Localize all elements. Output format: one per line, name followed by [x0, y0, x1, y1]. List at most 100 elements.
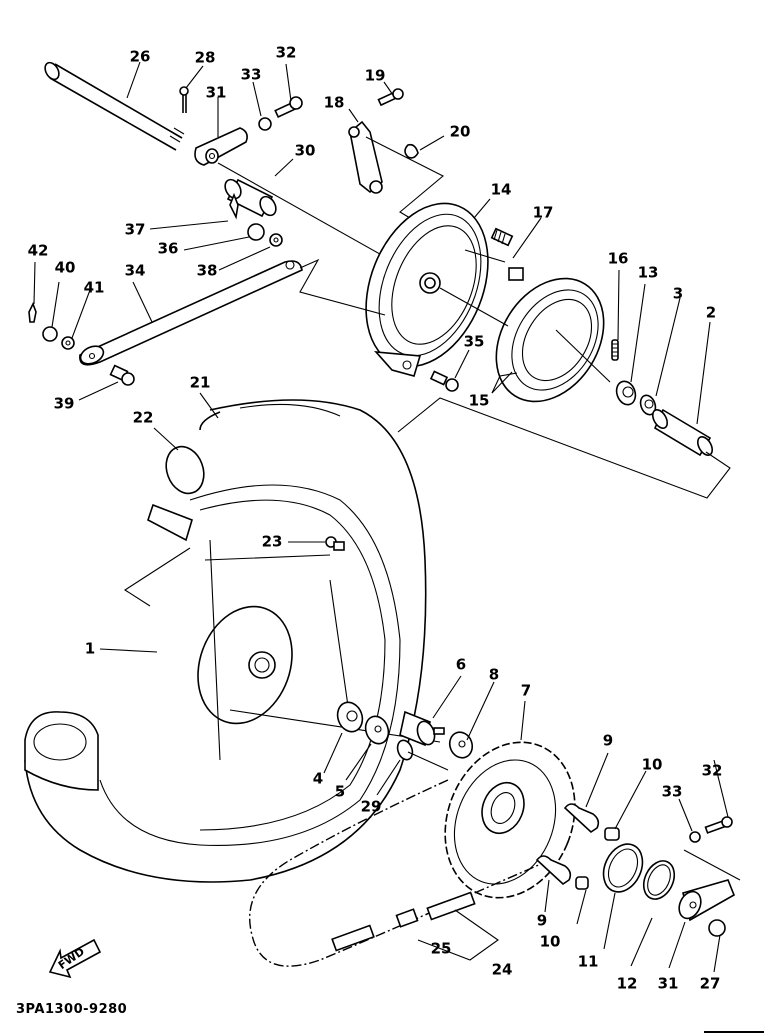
nut-part-10-top [604, 827, 620, 841]
tire-section [24, 711, 99, 791]
collar-part-6 [399, 710, 445, 747]
leader-wheel-band [123, 547, 191, 607]
corner-rule [704, 1031, 764, 1033]
nut-part-27 [708, 919, 726, 937]
brake-cam-part-17 [490, 227, 524, 281]
callout-20: 20 [449, 122, 471, 141]
leader-34-14 [299, 258, 386, 316]
callout-38: 38 [196, 261, 218, 280]
wheel-part-1 [99, 484, 401, 846]
cotter-pin-part-42 [28, 302, 37, 323]
callout-14: 14 [490, 180, 512, 199]
clip-part-20 [404, 143, 419, 159]
callout-6: 6 [455, 655, 467, 674]
fwd-arrow-icon [48, 938, 102, 979]
valve-part-23 [325, 536, 345, 551]
callout-9-top: 9 [602, 731, 614, 750]
chain-adjuster-part-31-bottom [678, 879, 736, 922]
nut-part-33-top [258, 117, 272, 131]
callout-17: 17 [532, 203, 554, 222]
callout-39: 39 [53, 394, 75, 413]
bolt-part-32-top [274, 96, 303, 119]
nut-part-10-bottom [575, 876, 589, 890]
callout-31: 31 [205, 83, 227, 102]
callout-9-bottom: 9 [536, 911, 548, 930]
callout-12: 12 [616, 974, 638, 993]
callout-27: 27 [699, 974, 721, 993]
bolt-part-32-bottom [704, 816, 733, 834]
callout-35: 35 [463, 332, 485, 351]
circlip-part-12 [642, 860, 676, 900]
chain-links [331, 924, 375, 952]
washer-part-41 [61, 336, 75, 350]
oil-seal-part-8 [448, 731, 474, 759]
cotter-pin-part-28 [179, 86, 189, 113]
nut-part-36 [247, 223, 265, 241]
callout-19: 19 [364, 66, 386, 85]
callout-10-top: 10 [641, 755, 663, 774]
callout-23: 23 [261, 532, 283, 551]
callout-8: 8 [488, 665, 500, 684]
callout-41: 41 [83, 278, 105, 297]
brake-panel-part-14 [365, 202, 489, 377]
callout-30: 30 [294, 141, 316, 160]
nut-part-40 [42, 326, 58, 342]
nut-part-33-bottom [689, 831, 701, 843]
axle-part-26 [44, 61, 185, 151]
callout-32: 32 [275, 43, 297, 62]
oil-seal-part-3 [639, 394, 657, 416]
callout-13: 13 [637, 263, 659, 282]
callout-28: 28 [194, 48, 216, 67]
bolt-part-39 [109, 364, 135, 386]
bearing-part-13 [615, 380, 637, 406]
tire-part-21 [24, 399, 427, 883]
spacer-part-29 [396, 739, 414, 761]
callout-16: 16 [607, 249, 629, 268]
sprocket-part-7 [444, 741, 576, 899]
torque-arm-part-34 [79, 260, 303, 366]
callout-21: 21 [189, 373, 211, 392]
chain-adjuster-part-31-top [194, 127, 248, 166]
callout-40: 40 [54, 258, 76, 277]
bolt-part-19 [377, 88, 404, 107]
callout-25: 25 [430, 939, 452, 958]
washer-part-11 [602, 843, 644, 893]
callout-1: 1 [84, 639, 96, 658]
callout-32-bottom: 32 [701, 761, 723, 780]
drive-chain [248, 779, 551, 967]
leader-32-31 [683, 849, 741, 881]
callout-3: 3 [672, 284, 684, 303]
callout-7: 7 [520, 681, 532, 700]
callout-42: 42 [27, 241, 49, 260]
callout-29: 29 [360, 797, 382, 816]
collar-part-2 [651, 408, 714, 457]
callout-leaders [33, 61, 729, 973]
callout-24: 24 [491, 960, 513, 979]
leader-group-2-15 [397, 397, 731, 499]
plate-part-9-top [563, 803, 600, 834]
callout-26: 26 [129, 47, 151, 66]
bolt-part-35 [429, 370, 459, 392]
brake-lever-part-18 [348, 120, 383, 194]
spacer-part-5 [364, 715, 390, 745]
spring-part-16 [611, 339, 619, 361]
callout-31-bottom: 31 [657, 974, 679, 993]
bearing-part-4 [336, 701, 364, 733]
plate-part-9-bottom [535, 855, 572, 886]
callout-36: 36 [157, 239, 179, 258]
callout-22: 22 [132, 408, 154, 427]
rim-band-part-22 [147, 445, 205, 542]
callout-10-bottom: 10 [539, 932, 561, 951]
leader-18-20 [365, 136, 444, 219]
callout-5: 5 [334, 782, 346, 801]
callout-33-bottom: 33 [661, 782, 683, 801]
clip-part-25 [395, 908, 419, 928]
callout-33: 33 [240, 65, 262, 84]
callout-15: 15 [468, 391, 490, 410]
collar-part-30 [224, 178, 277, 218]
callout-4: 4 [312, 769, 324, 788]
figure-code: 3PA1300-9280 [16, 1002, 128, 1017]
callout-37: 37 [124, 220, 146, 239]
callout-2: 2 [705, 303, 717, 322]
